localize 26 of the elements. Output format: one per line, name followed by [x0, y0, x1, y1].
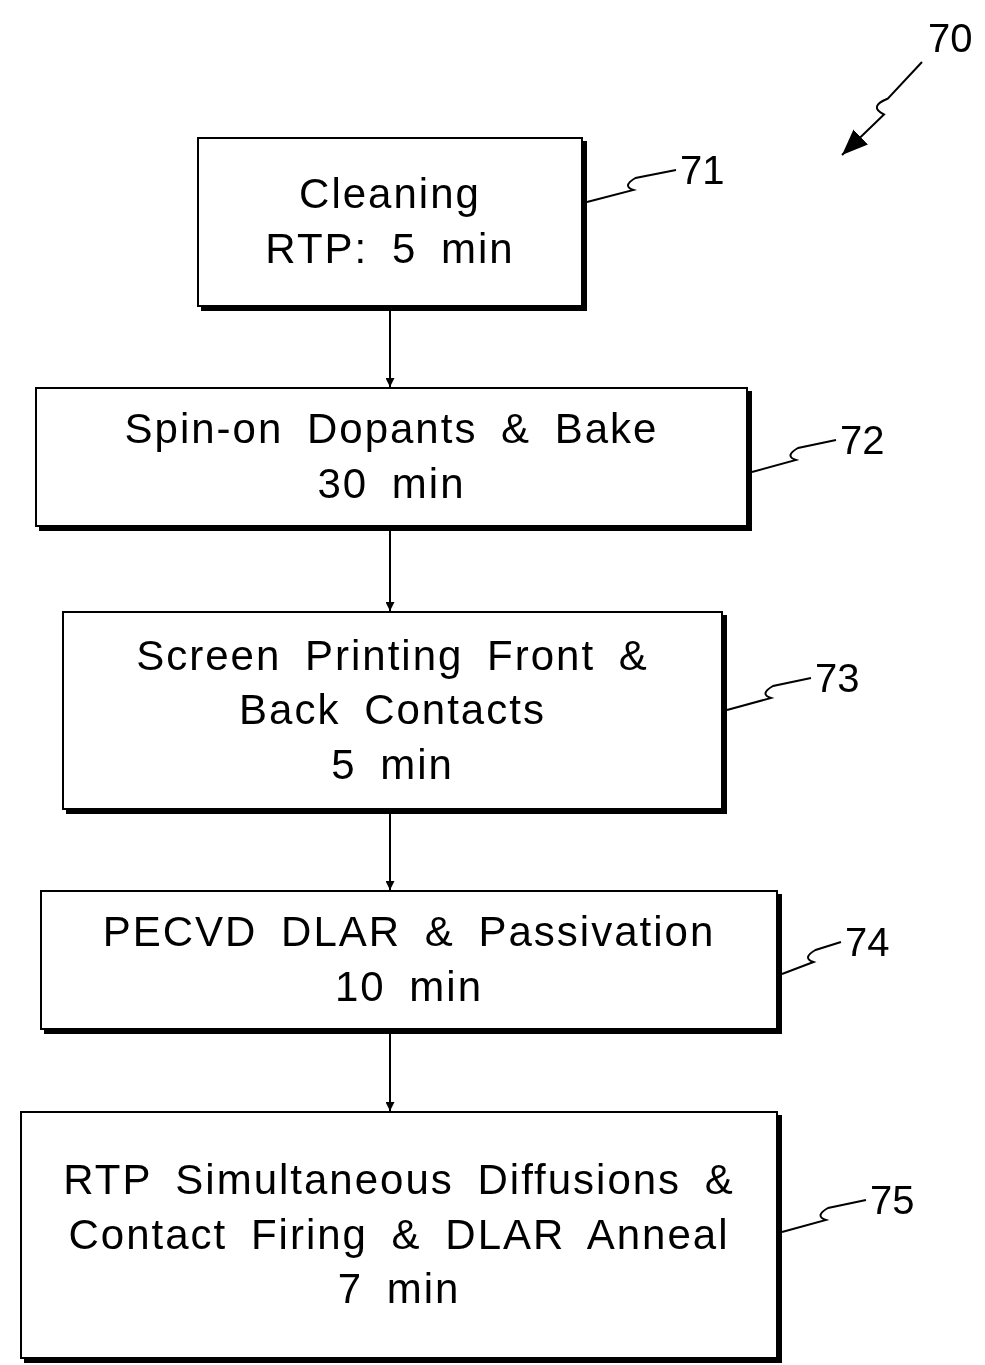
reference-numeral: 75 — [870, 1180, 915, 1220]
reference-numeral: 74 — [845, 922, 890, 962]
duration-text: RTP: 5 min — [265, 224, 515, 274]
reference-numeral: 71 — [680, 150, 725, 190]
arrow — [385, 813, 395, 891]
step-text: PECVD DLAR & Passivation — [102, 907, 716, 958]
reference-numeral: 70 — [928, 18, 973, 58]
step-text: RTP Simultaneous Diffusions & Contact Firing & DLAR Anneal — [62, 1155, 736, 1260]
leader-line — [781, 1199, 867, 1233]
step-text: Screen Printing Front & Back Contacts — [135, 630, 650, 736]
arrow — [385, 1033, 395, 1112]
arrow — [385, 310, 395, 388]
leader-line — [586, 169, 677, 203]
leader-line — [751, 439, 837, 473]
reference-numeral: 73 — [815, 658, 860, 698]
reference-arrow — [841, 61, 923, 156]
duration-text: 7 min — [337, 1264, 461, 1315]
step-text: Spin-on Dopants & Bake — [124, 404, 659, 455]
step-text: Cleaning — [299, 169, 481, 220]
duration-text: 10 min — [334, 962, 484, 1012]
leader-line — [781, 941, 842, 975]
leader-line — [726, 677, 812, 711]
arrow — [385, 530, 395, 612]
duration-text: 30 min — [317, 459, 466, 509]
reference-numeral: 72 — [840, 420, 885, 460]
duration-text: 5 min — [331, 739, 454, 790]
